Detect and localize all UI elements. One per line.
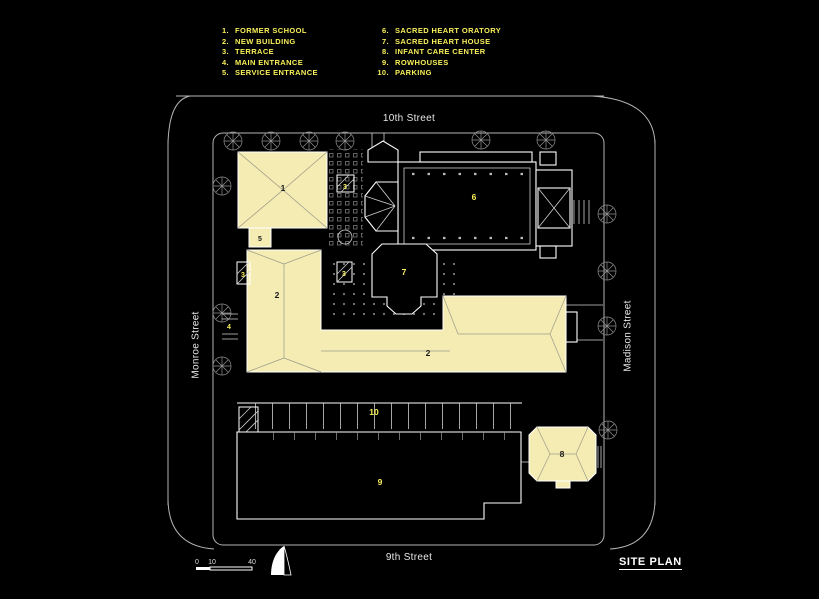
legend-column-2: 6. SACRED HEART ORATORY 7. SACRED HEART … <box>371 26 501 79</box>
plan-label-new-building-south: 2 <box>426 348 431 358</box>
legend-item-number: 2. <box>221 36 229 46</box>
oratory-building <box>364 140 590 259</box>
legend-item-label: ROWHOUSES <box>395 57 449 67</box>
scale-bar-open-segment <box>209 566 253 571</box>
infant-care-steps <box>597 446 602 468</box>
legend-item-label: SERVICE ENTRANCE <box>235 68 318 78</box>
plan-label-terrace-mid: 3 <box>342 271 346 278</box>
tree-icon <box>471 130 491 150</box>
tree-icon <box>299 131 319 151</box>
legend-item-number: 1. <box>221 26 229 35</box>
tree-icon <box>212 356 232 376</box>
tree-icon <box>597 261 617 281</box>
legend-item: 5. SERVICE ENTRANCE <box>214 68 318 79</box>
oratory-tower <box>537 187 571 229</box>
plan-label-rowhouses: 9 <box>378 477 383 487</box>
garden-grid <box>327 149 363 249</box>
legend-item: 10. PARKING <box>371 68 501 79</box>
former-school-building <box>237 151 328 229</box>
scale-tick-40: 40 <box>248 559 256 566</box>
infant-care-building <box>528 426 602 489</box>
oratory-porch <box>367 140 399 163</box>
legend-item-number: 3. <box>221 47 229 57</box>
legend-item-number: 5. <box>221 68 229 78</box>
tree-icon <box>261 131 281 151</box>
legend-item-label: FORMER SCHOOL <box>235 26 307 35</box>
street-label-10th: 10th Street <box>382 113 436 124</box>
plan-label-terrace-north: 3 <box>343 184 347 191</box>
plan-number-labels: 1 2 2 3 3 3 4 5 6 7 8 9 10 <box>227 183 565 487</box>
tree-icon <box>335 131 355 151</box>
legend-item-label: SACRED HEART ORATORY <box>395 26 502 35</box>
plan-label-former-school: 1 <box>281 183 286 193</box>
tree-icon <box>597 316 617 336</box>
plan-label-new-building-west: 2 <box>275 290 280 300</box>
legend-item-number: 9. <box>381 57 389 67</box>
parking-stalls <box>254 403 520 429</box>
plan-label-terrace-west: 3 <box>241 272 245 279</box>
plan-label-service-entrance: 5 <box>258 236 262 243</box>
terrace-north <box>336 174 355 193</box>
main-entrance-steps <box>222 313 238 340</box>
legend-item-number: 6. <box>381 26 389 35</box>
terraces <box>236 174 355 285</box>
service-entrance-building <box>248 227 272 248</box>
new-building <box>246 249 578 373</box>
tree-icon <box>597 204 617 224</box>
tree-icon <box>223 131 243 151</box>
legend-item-label: SACRED HEART HOUSE <box>395 36 491 46</box>
stair-annex <box>565 311 578 343</box>
terrace-west <box>236 261 251 285</box>
scale-tick-0: 0 <box>195 559 199 566</box>
plan-label-heart-house: 7 <box>402 267 407 277</box>
legend-item: 9. ROWHOUSES <box>371 58 501 69</box>
legend-item-label: NEW BUILDING <box>235 36 296 46</box>
legend-item: 1. FORMER SCHOOL <box>214 26 318 37</box>
tree-icon <box>598 420 618 440</box>
plan-label-oratory: 6 <box>472 192 477 202</box>
legend-item-number: 7. <box>381 36 389 46</box>
north-arrow-icon <box>271 545 292 576</box>
legend-item: 7. SACRED HEART HOUSE <box>371 37 501 48</box>
legend-item-number: 10. <box>377 68 389 78</box>
legend-item-label: INFANT CARE CENTER <box>395 47 486 57</box>
tree-icon <box>536 130 556 150</box>
rowhouses-building <box>236 431 529 520</box>
plan-label-main-entrance: 4 <box>227 324 231 331</box>
parking-area <box>237 402 522 433</box>
legend-item-label: MAIN ENTRANCE <box>235 57 304 67</box>
legend-item-label: TERRACE <box>235 47 275 57</box>
street-curbs <box>167 95 656 550</box>
legend: 1. FORMER SCHOOL 2. NEW BUILDING 3. TERR… <box>214 26 634 86</box>
drawing-title: SITE PLAN <box>619 556 682 570</box>
legend-item: 8. INFANT CARE CENTER <box>371 47 501 58</box>
scale-tick-10: 10 <box>208 559 216 566</box>
plan-label-parking: 10 <box>369 407 379 417</box>
street-label-9th: 9th Street <box>385 552 433 563</box>
legend-item: 4. MAIN ENTRANCE <box>214 58 318 69</box>
legend-item-number: 8. <box>381 47 389 57</box>
legend-item: 3. TERRACE <box>214 47 318 58</box>
heart-house-building <box>371 243 438 315</box>
legend-item: 2. NEW BUILDING <box>214 37 318 48</box>
scale-bar: 0 10 40 <box>195 559 256 571</box>
fountain-icon <box>337 229 353 245</box>
oratory-steps <box>573 200 590 224</box>
rowhouse-unit-ticks <box>258 432 515 440</box>
terrace-mid <box>336 261 353 283</box>
scale-bar-filled-segment <box>196 567 210 570</box>
plan-label-infant-care: 8 <box>560 449 565 459</box>
legend-column-1: 1. FORMER SCHOOL 2. NEW BUILDING 3. TERR… <box>214 26 318 79</box>
legend-item: 6. SACRED HEART ORATORY <box>371 26 501 37</box>
legend-item-label: PARKING <box>395 68 432 78</box>
tree-icon <box>212 176 232 196</box>
legend-item-number: 4. <box>221 57 229 67</box>
